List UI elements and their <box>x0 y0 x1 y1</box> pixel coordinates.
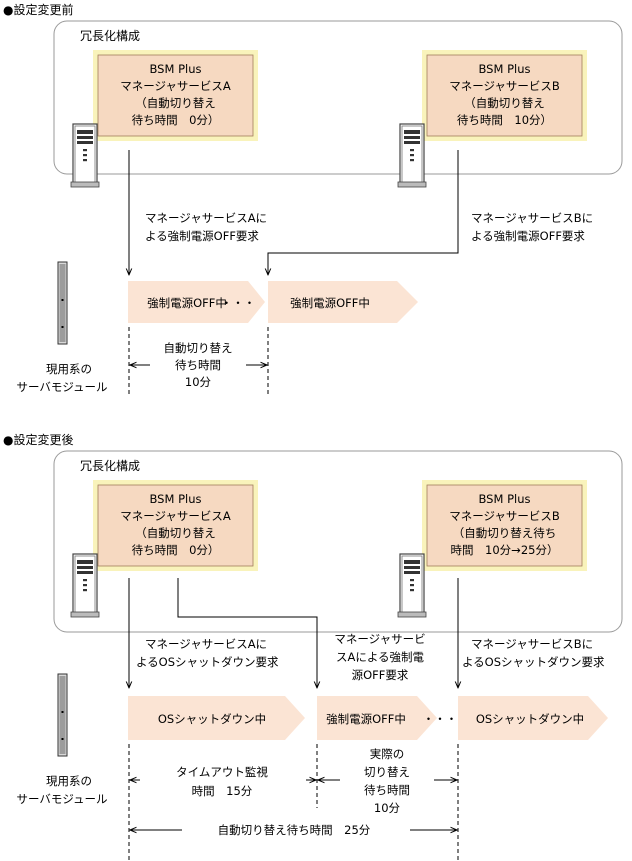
state-2-after-label: 強制電源OFF中 <box>326 712 406 726</box>
module-label-before-line1: 現用系の <box>46 362 92 376</box>
module-label-before-line2: サーバモジュール <box>16 380 107 394</box>
dots-before: ・・・ <box>221 296 256 310</box>
request-b-before-line1: マネージャサービスBに <box>471 211 593 225</box>
state-1-before-label: 強制電源OFF中 <box>147 296 227 310</box>
section-after-title: ●設定変更後 <box>3 432 73 447</box>
box-a-after-line1: BSM Plus <box>150 492 202 506</box>
total-wait-label: 自動切り替え待ち時間 25分 <box>218 823 371 837</box>
actual-line3: 待ち時間 <box>364 783 410 797</box>
manager-service-b-box-before: BSM Plus マネージャサービスB （自動切り替え 待ち時間 10分） <box>422 50 587 141</box>
group-label-before: 冗長化構成 <box>80 29 140 43</box>
request-b-after-line1: マネージャサービスBに <box>471 637 593 651</box>
manager-service-b-box-after: BSM Plus マネージャサービスB （自動切り替え待ち 時間 10分→25分… <box>422 480 587 571</box>
state-3-after-label: OSシャットダウン中 <box>476 712 584 726</box>
arrow-request-b-before <box>268 150 459 275</box>
request-a-power-line3: 源OFF要求 <box>352 668 409 682</box>
box-a-line1: BSM Plus <box>150 62 202 76</box>
box-a-after-line2: マネージャサービスA <box>120 509 231 523</box>
state-2-before-label: 強制電源OFF中 <box>290 296 370 310</box>
module-label-after-line1: 現用系の <box>46 774 92 788</box>
state-chevron-3-after <box>458 696 608 740</box>
box-a-line2: マネージャサービスA <box>120 79 231 93</box>
arrow-power-off-a-after <box>177 578 317 688</box>
state-chevron-2-after <box>317 696 437 740</box>
server-b-after-icon <box>397 553 427 618</box>
interval-before-line1: 自動切り替え <box>164 341 233 355</box>
box-b-after-line4: 時間 10分→25分） <box>451 543 559 557</box>
request-b-before-line2: よる強制電源OFF要求 <box>471 229 585 243</box>
request-a-power-line1: マネージャサービ <box>334 632 425 646</box>
box-b-after-line3: （自動切り替え待ち <box>453 526 557 540</box>
state-1-after-label: OSシャットダウン中 <box>158 712 266 726</box>
request-a-after-line2: よるOSシャットダウン要求 <box>136 655 279 669</box>
box-b-after-line1: BSM Plus <box>479 492 531 506</box>
box-a-line4: 待ち時間 0分） <box>132 113 220 127</box>
request-a-before-line1: マネージャサービスAに <box>145 211 267 225</box>
state-chevron-2-before <box>268 281 418 323</box>
actual-line1: 実際の <box>370 747 405 761</box>
box-a-after-line3: （自動切り替え <box>135 526 216 540</box>
box-b-line3: （自動切り替え <box>464 96 545 110</box>
box-a-line3: （自動切り替え <box>135 96 216 110</box>
server-module-icon-before <box>57 261 68 345</box>
redundancy-group-after <box>53 450 623 633</box>
redundancy-group-before <box>53 20 623 175</box>
timeout-line2: 時間 15分 <box>192 784 253 798</box>
box-b-after-line2: マネージャサービスB <box>449 509 560 523</box>
interval-before-line3: 10分 <box>185 375 212 389</box>
interval-before-line2: 待ち時間 <box>175 358 221 372</box>
section-before-title: ●設定変更前 <box>3 2 73 17</box>
server-b-icon <box>397 123 427 188</box>
request-a-after-line1: マネージャサービスAに <box>145 637 267 651</box>
request-b-after-line2: よるOSシャットダウン要求 <box>462 655 605 669</box>
request-a-power-line2: スAによる強制電 <box>336 650 425 664</box>
server-module-icon-after <box>57 673 68 757</box>
server-a-icon <box>70 123 100 188</box>
group-label-after: 冗長化構成 <box>80 459 140 473</box>
state-chevron-1-after <box>128 696 305 740</box>
timeout-line1: タイムアウト監視 <box>176 765 268 779</box>
dots-after: ・・・ <box>423 712 458 726</box>
actual-line4: 10分 <box>374 801 401 815</box>
request-a-before-line2: よる強制電源OFF要求 <box>145 229 259 243</box>
box-b-line1: BSM Plus <box>479 62 531 76</box>
actual-line2: 切り替え <box>364 765 410 779</box>
module-label-after-line2: サーバモジュール <box>16 792 107 806</box>
box-b-line2: マネージャサービスB <box>449 79 560 93</box>
manager-service-a-box-before: BSM Plus マネージャサービスA （自動切り替え 待ち時間 0分） <box>93 50 258 141</box>
box-b-line4: 待ち時間 10分） <box>457 113 552 127</box>
server-a-after-icon <box>70 553 100 618</box>
box-a-after-line4: 待ち時間 0分） <box>132 543 220 557</box>
state-chevron-1-before <box>128 281 265 323</box>
manager-service-a-box-after: BSM Plus マネージャサービスA （自動切り替え 待ち時間 0分） <box>93 480 258 571</box>
